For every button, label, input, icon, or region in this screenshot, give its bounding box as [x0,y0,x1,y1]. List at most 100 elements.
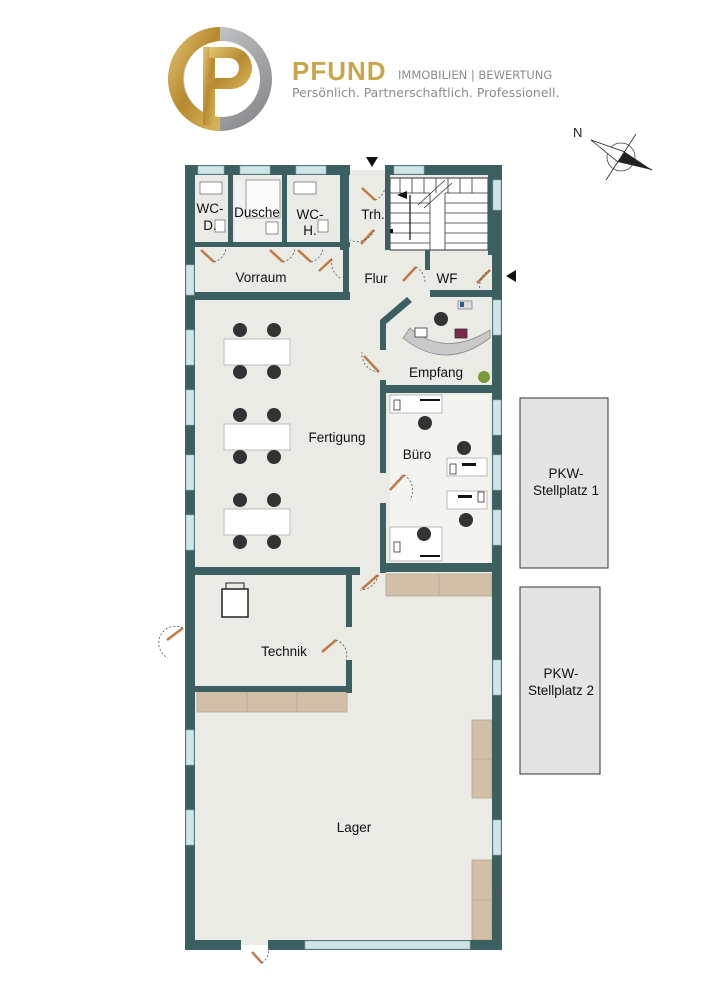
window [185,264,195,296]
chair [267,323,281,337]
sanitary-fixtures [199,179,329,235]
office-desks [389,394,488,562]
door [363,355,380,373]
room-label-buero: Büro [403,447,432,462]
window [185,809,195,846]
chair [459,513,473,527]
room-label-wc-d-2: D. [203,218,217,233]
roller-door [304,940,471,950]
room-label-wc-d-1: WC- [197,201,224,216]
wc-h-sink [317,219,329,233]
door [166,627,184,641]
window [492,659,502,696]
chair [267,365,281,379]
brand-tagline: Persönlich. Partnerschaftlich. Professio… [292,85,559,100]
wc-d-toilet [199,181,223,195]
window [185,729,195,766]
technik-unit [221,582,249,618]
parking-2-label-line1: PKW- [543,666,578,681]
room-label-wf: WF [437,271,458,286]
window [492,819,502,856]
room-label-dusche: Dusche [234,205,280,220]
chair [267,493,281,507]
window [492,509,502,546]
chair [418,416,432,430]
stair-direction-arrow [397,191,407,199]
chair [233,535,247,549]
parking-space-2 [519,586,601,775]
compass: N [573,125,653,181]
chair [267,535,281,549]
window [492,179,502,211]
window [197,165,225,175]
plant [478,371,490,383]
brand-subtitle: IMMOBILIEN | BEWERTUNG [398,68,552,82]
reception-desk [402,300,491,383]
chair [233,408,247,422]
door [402,266,417,282]
brand-logo [168,27,272,131]
door [321,639,337,653]
door-swings [158,187,491,964]
door [269,249,284,263]
logo-letter-p-bowl [209,47,252,89]
door [361,574,379,590]
entrance-arrow-top [366,157,378,167]
room-label-empfang: Empfang [409,365,463,380]
parking-1-label-line1: PKW- [548,466,583,481]
chair [233,450,247,464]
work-table [223,338,291,366]
room-label-treppenhaus: Trh. [361,207,385,222]
work-table [223,423,291,451]
window [239,165,271,175]
wc-h-toilet [293,181,317,195]
window [393,165,425,175]
window [185,389,195,426]
door [360,229,375,245]
fertigung-furniture [223,323,291,549]
room-label-technik: Technik [261,644,307,659]
door [297,249,312,263]
window [185,514,195,551]
room-label-flur: Flur [364,271,388,286]
watermark: Immogrundriss [493,887,501,940]
door [476,269,491,284]
brand-name: PFUND [292,56,387,86]
parking-1-label-line2: Stellplatz 1 [533,483,599,498]
chair [434,312,448,326]
parking-space-1 [519,397,609,569]
window [492,399,502,436]
room-label-fertigung: Fertigung [308,430,365,445]
door [361,187,376,201]
compass-north-label: N [573,125,582,140]
chair [417,527,431,541]
wc-d-sink [214,219,226,233]
shower-tray [245,179,281,219]
door [389,474,405,491]
entrance-arrow-right [506,270,516,282]
parking-2-label-line2: Stellplatz 2 [528,683,594,698]
shelf [196,689,348,713]
chair [233,365,247,379]
door [251,951,263,964]
window [492,299,502,336]
chair [233,323,247,337]
work-table [223,508,291,536]
window [295,165,327,175]
doors [166,187,491,964]
window [185,454,195,491]
room-label-wc-h-2: H. [303,223,317,238]
window [185,329,195,366]
door [318,258,333,272]
window [492,454,502,491]
door [200,249,215,263]
chair [457,441,471,455]
windows [185,165,502,950]
room-label-lager: Lager [337,820,372,835]
chair [233,493,247,507]
logo-ring-gold [168,27,220,131]
chair [267,450,281,464]
staircase [389,177,489,251]
chair [267,408,281,422]
